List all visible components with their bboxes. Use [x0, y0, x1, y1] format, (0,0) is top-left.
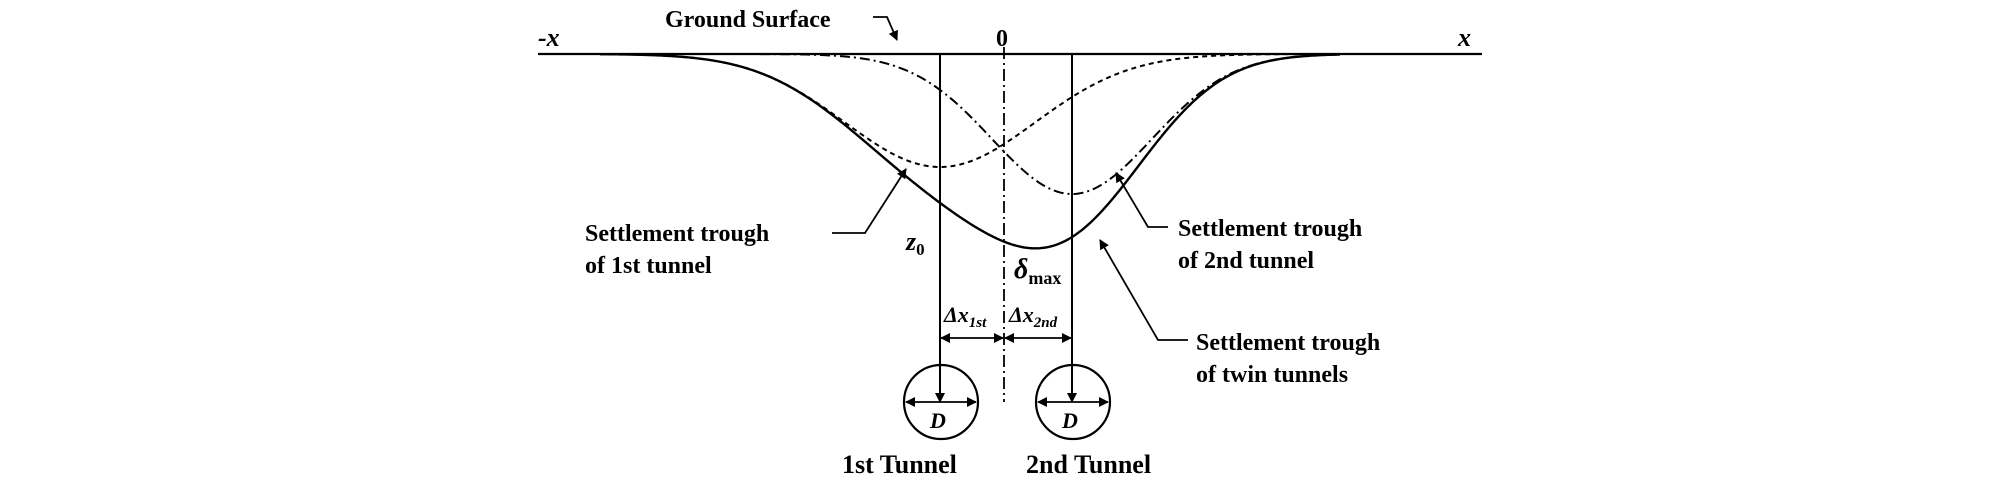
trough-1st-leader — [832, 168, 907, 234]
neg-x-label: -x — [538, 23, 560, 52]
trough-twin-curve — [599, 52, 1341, 250]
delta-max-sub: max — [1028, 268, 1061, 288]
tunnel-1-circle — [902, 363, 980, 441]
trough-1st-label-2: of 1st tunnel — [585, 253, 712, 279]
delta-max-label: δmax — [1014, 254, 1061, 288]
tunnel-2-circle — [1034, 363, 1112, 441]
diameter-1-label: D — [929, 408, 946, 433]
dx2-label: Δx2nd — [1008, 302, 1058, 331]
ground-surface-pointer — [873, 16, 898, 41]
trough-twin-leader — [1099, 239, 1188, 341]
z0-sub: 0 — [916, 240, 925, 259]
origin-label: 0 — [996, 26, 1008, 52]
trough-2nd-label-1: Settlement trough — [1178, 216, 1362, 242]
tunnel-1-label: 1st Tunnel — [842, 450, 957, 479]
tunnel-2-label: 2nd Tunnel — [1026, 450, 1151, 479]
ground-surface-label: Ground Surface — [665, 7, 831, 33]
pos-x-label: x — [1457, 23, 1471, 52]
dx1-label: Δx1st — [943, 302, 987, 331]
dx1-sub: 1st — [969, 315, 987, 331]
trough-twin-label-2: of twin tunnels — [1196, 362, 1348, 388]
dx2-sub: 2nd — [1033, 315, 1058, 331]
diameter-2-label: D — [1061, 408, 1078, 433]
trough-2nd-leader — [1115, 172, 1168, 228]
z0-label: z0 — [905, 227, 925, 259]
trough-twin-label-1: Settlement trough — [1196, 330, 1380, 356]
trough-2nd-label-2: of 2nd tunnel — [1178, 248, 1314, 274]
trough-1st-label-1: Settlement trough — [585, 221, 769, 247]
trough-1st-curve — [599, 53, 1300, 169]
